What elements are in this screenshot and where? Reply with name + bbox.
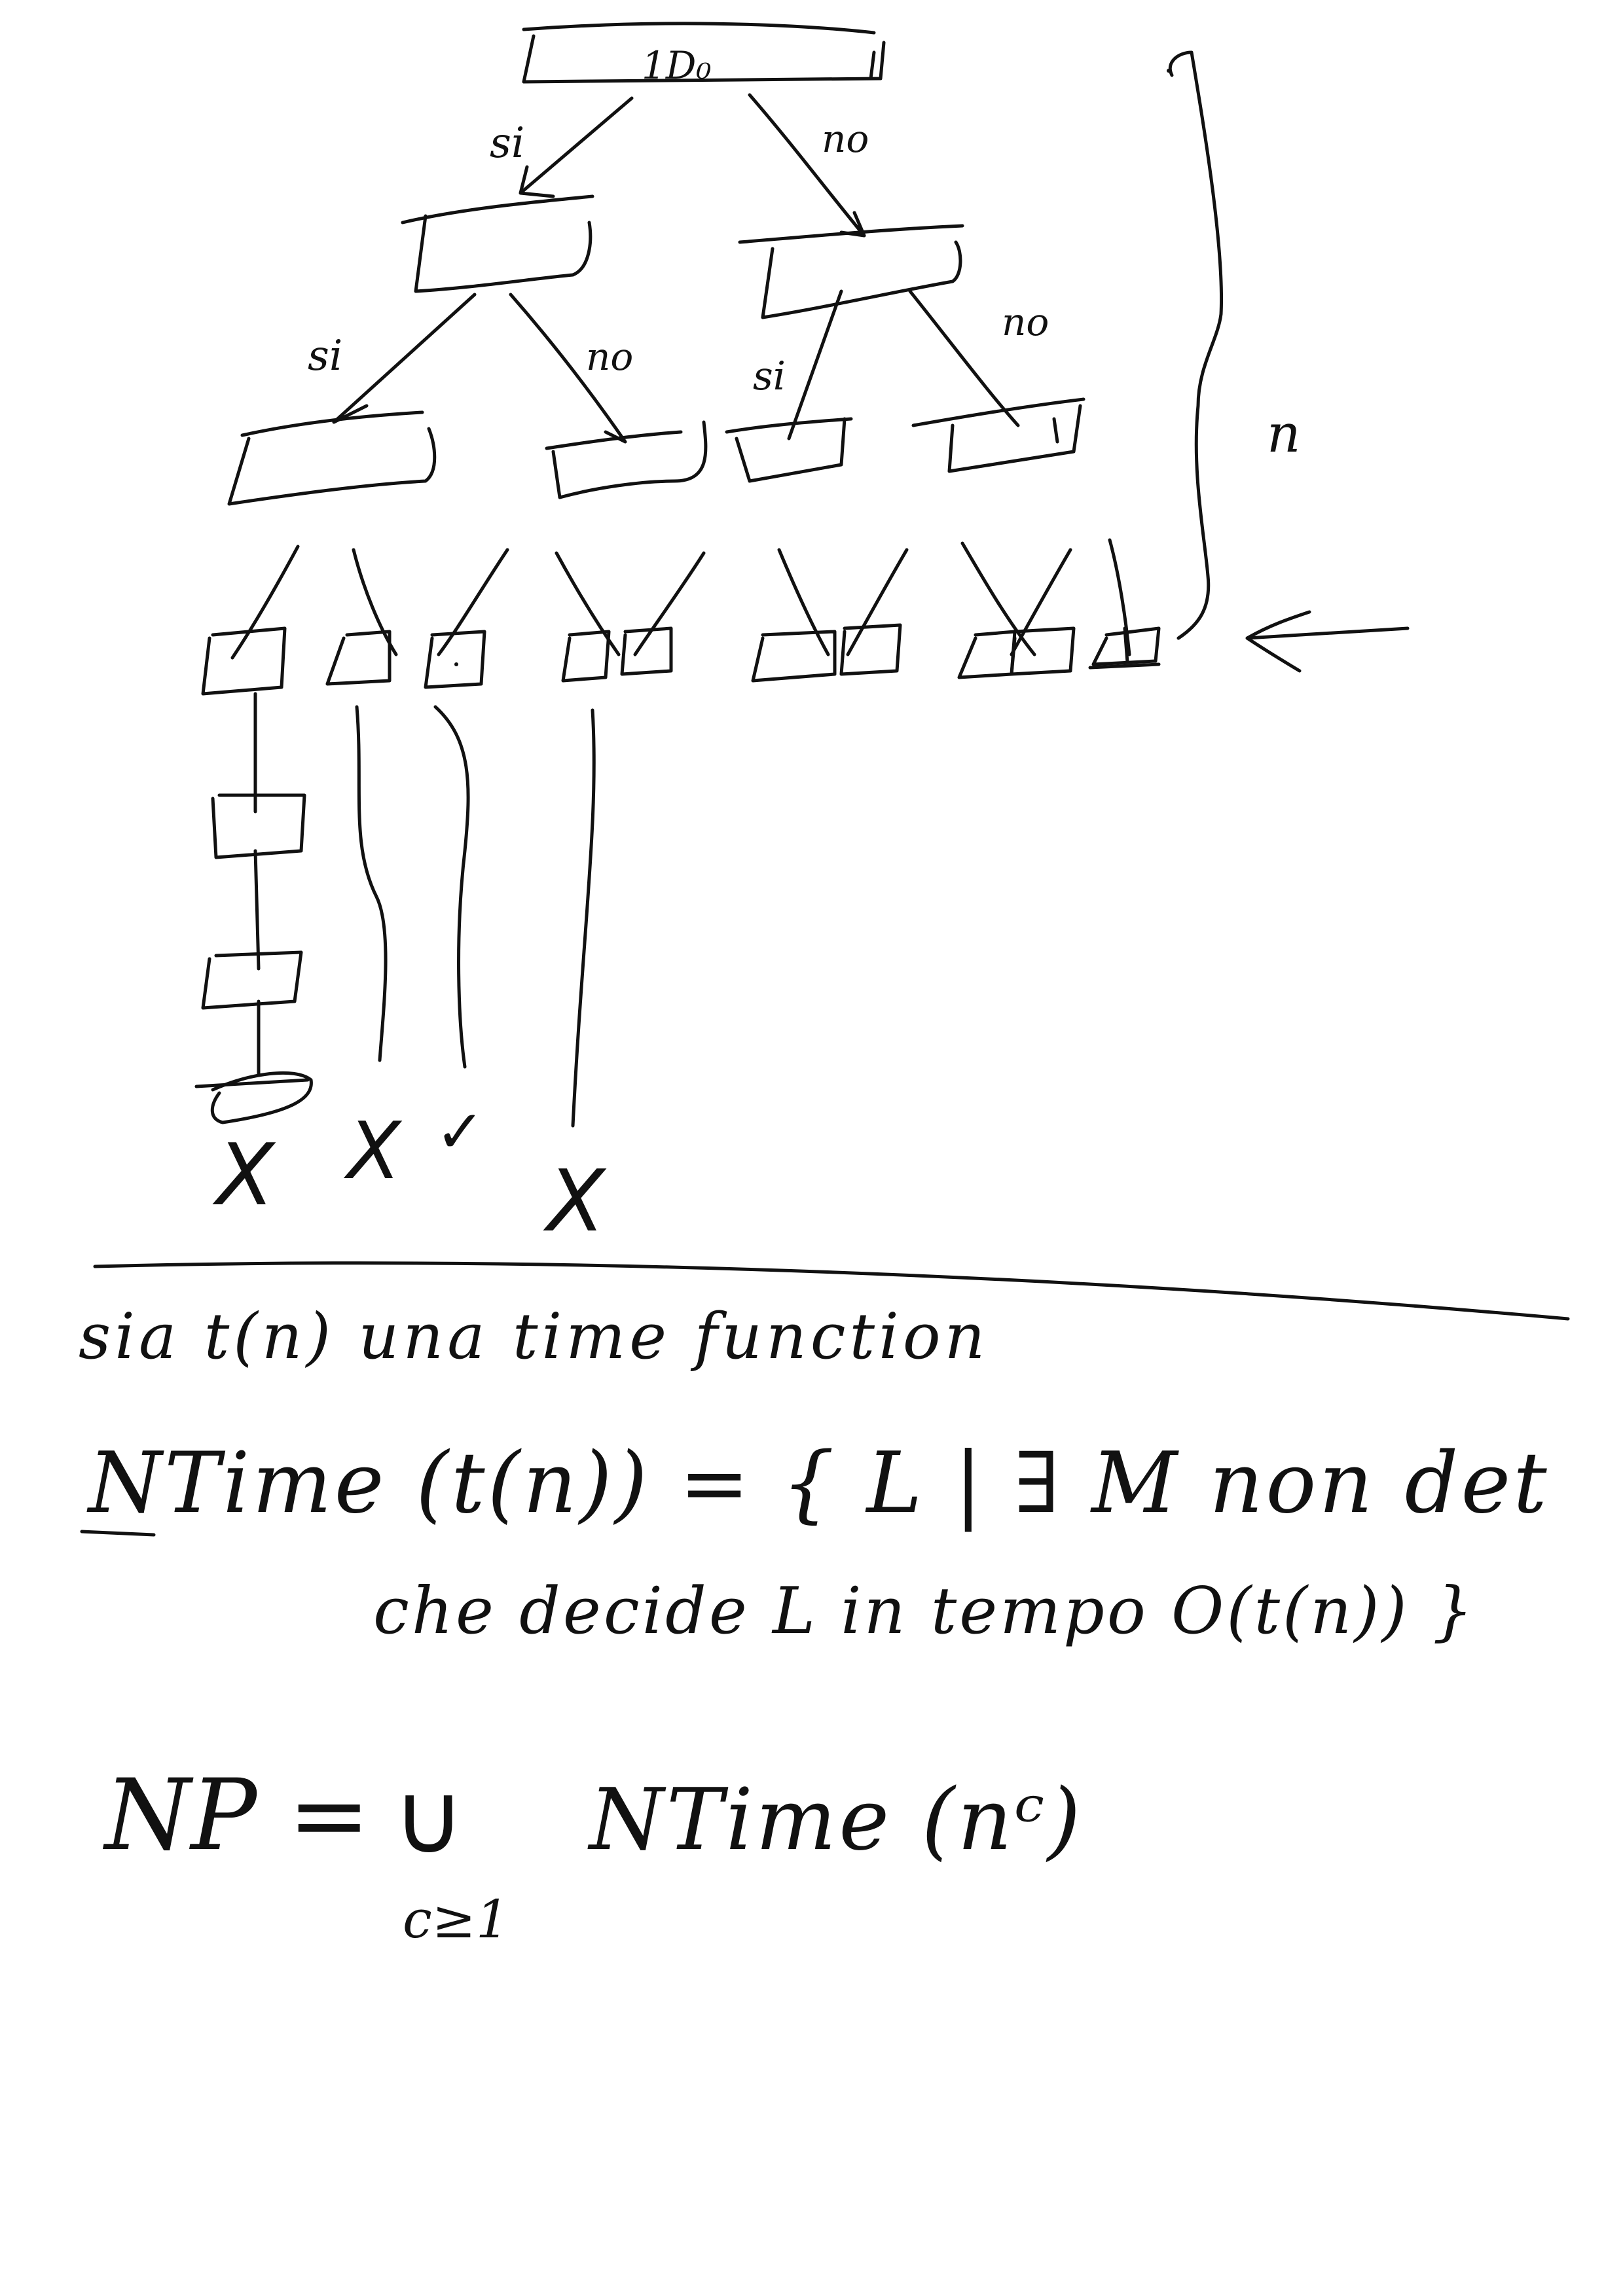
np-union-symbol: ∪ [393,1762,465,1876]
note-line-1: sia t(n) una time function [79,1300,989,1373]
computation-paths [194,692,596,1128]
ntime-underline [80,1530,156,1537]
root-label: 1D₀ [642,43,712,88]
edge-right-left [787,289,843,440]
edge-label-root-right: no [822,117,869,161]
tree-node-left [401,194,594,293]
leaf-marks: X X ✓ X [212,1098,607,1251]
leaf-row-arrow [1245,610,1410,673]
divider-line [93,1261,1570,1321]
height-label: n [1267,403,1301,464]
tree-node-level2-2 [545,420,708,499]
edge-label-left-left: si [308,332,342,380]
edge-label-root-left: si [490,119,524,168]
tree-root-node: 1D₀ [522,22,886,88]
leaf-mark-4: X [543,1151,607,1251]
np-union-subscript: c≥1 [403,1889,509,1950]
fan-out-lines [230,538,1131,660]
edge-label-right-right: no [1002,300,1049,344]
leaf-mark-1: X [212,1125,276,1225]
leaf-mark-2: X [343,1106,403,1197]
np-rhs: NTime (nᶜ) [587,1770,1084,1869]
edge-root-left [519,96,634,198]
tree-node-level2-4 [911,397,1085,473]
tree-node-level2-3 [725,417,853,483]
leaf-mark-3: ✓ [435,1098,484,1166]
edge-left-right [509,293,627,444]
leaf-row [201,623,1161,696]
edge-label-left-right: no [586,334,633,379]
tree-node-right [738,224,964,319]
edge-right-right [908,289,1020,427]
edge-left-left [332,293,477,424]
tree-node-level2-1 [227,410,437,506]
np-lhs: NP = [103,1759,371,1873]
height-brace [1168,50,1224,640]
ntime-definition-line-b: che decide L in tempo O(t(n)) } [373,1574,1476,1649]
ntime-definition-line-a: NTime (t(n)) = { L | ∃ M non det [86,1435,1550,1532]
edge-label-right-left: si [753,353,786,399]
